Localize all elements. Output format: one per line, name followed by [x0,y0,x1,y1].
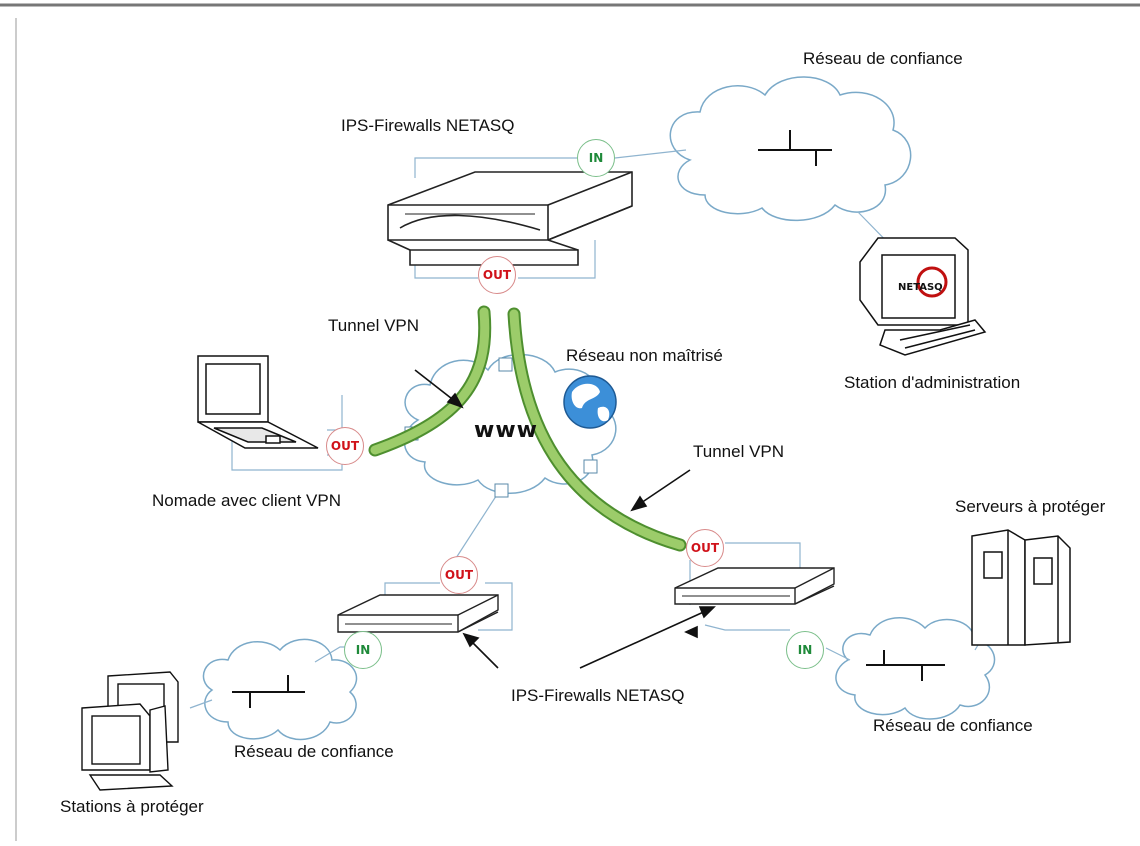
firewall-appliance-right [674,567,835,605]
workstation-icon [81,671,179,791]
label-nomad: Nomade avec client VPN [152,491,341,510]
label-tunnel-right: Tunnel VPN [693,442,785,461]
arrows [414,369,716,669]
firewall-appliance-left [337,594,499,633]
port-in-top: IN [577,139,615,177]
port-out-nomad: OUT [326,427,364,465]
firewall-appliance-top [387,171,633,266]
port-in-right: IN [786,631,824,669]
vpn-tunnel-right [507,307,687,552]
network-bus-right [866,650,945,681]
label-stations: Stations à protéger [60,797,204,816]
vpn-tunnel-left [368,305,492,457]
port-out-right: OUT [686,529,724,567]
network-bus-left [232,675,305,708]
label-tunnel-left: Tunnel VPN [328,316,420,335]
label-admin-station: Station d'administration [844,373,1021,392]
network-bus-top [758,130,832,166]
cloud-trusted-left [202,638,358,741]
cloud-trusted-right [835,617,996,720]
label-trusted-network-right: Réseau de confiance [873,716,1033,735]
label-trusted-network-top: Réseau de confiance [803,49,963,68]
www-label: www [474,418,538,443]
monitor-logo: NETASQ [898,282,943,293]
label-trusted-network-left: Réseau de confiance [234,742,394,761]
label-servers: Serveurs à protéger [955,497,1106,516]
label-firewall-top: IPS-Firewalls NETASQ [341,116,515,135]
monitor-icon [859,237,987,356]
laptop-icon [197,355,319,449]
globe-icon [563,375,617,429]
port-in-left: IN [344,631,382,669]
port-out-top: OUT [478,256,516,294]
label-untrusted-network: Réseau non maîtrisé [566,346,723,365]
port-out-left: OUT [440,556,478,594]
label-firewall-bottom: IPS-Firewalls NETASQ [511,686,685,705]
server-icon [971,529,1071,646]
